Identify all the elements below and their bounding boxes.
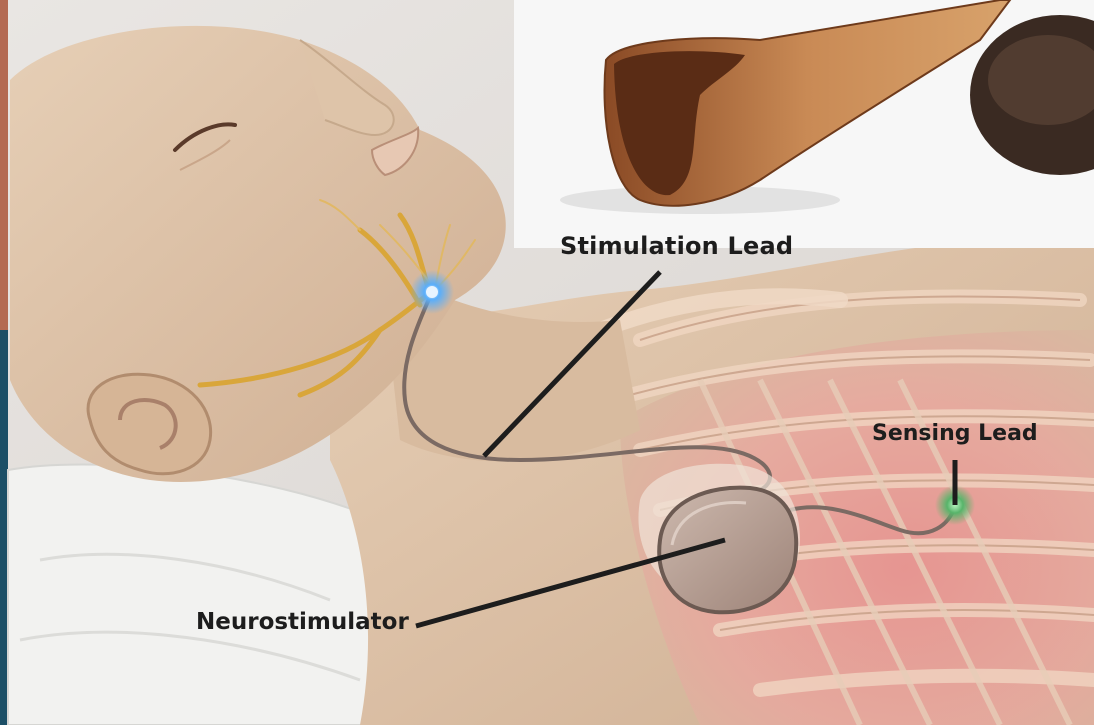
neurostimulator-device (659, 488, 796, 613)
neurostimulator-label: Neurostimulator (196, 609, 409, 635)
overlay-photo-panel (514, 0, 1094, 248)
stimulation-electrode (426, 286, 438, 298)
sensing-lead-label: Sensing Lead (872, 421, 1038, 446)
stimulation-lead-label: Stimulation Lead (560, 232, 793, 260)
